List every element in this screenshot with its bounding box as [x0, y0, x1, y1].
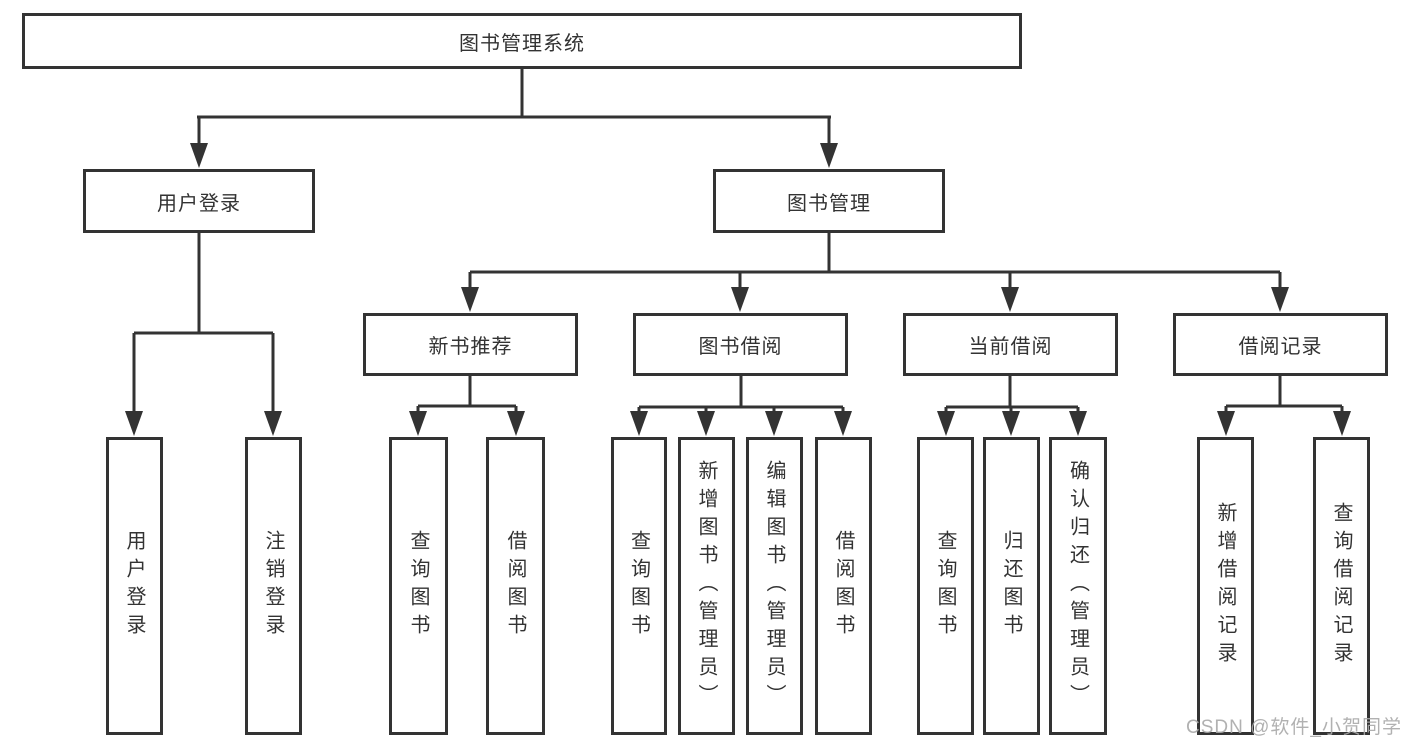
node-current-borrow: 当前借阅: [903, 313, 1118, 376]
leaf-logout-login-label: 注销登录: [262, 530, 284, 642]
leaf-user-login-label: 用户登录: [123, 530, 145, 642]
leaf-add-borrow-record-label: 新增借阅记录: [1214, 502, 1236, 670]
leaf-query-book-borrow-label: 查询图书: [627, 530, 650, 642]
leaf-borrow-book-recommend: 借阅图书: [486, 437, 545, 735]
leaf-add-book-admin-label: 新增图书（管理员）: [695, 460, 717, 712]
node-book-management: 图书管理: [713, 169, 945, 233]
arrowheads: [125, 143, 1351, 436]
leaf-query-book-borrow: 查询图书: [611, 437, 667, 735]
leaf-query-borrow-record: 查询借阅记录: [1313, 437, 1370, 735]
leaf-add-borrow-record: 新增借阅记录: [1197, 437, 1254, 735]
csdn-watermark: CSDN @软件_小贺同学: [1186, 717, 1402, 738]
leaf-logout-login: 注销登录: [245, 437, 302, 735]
leaf-confirm-return-admin-label: 确认归还（管理员）: [1066, 460, 1089, 712]
node-user-login: 用户登录: [83, 169, 315, 233]
leaf-borrow-book-recommend-label: 借阅图书: [504, 530, 526, 642]
leaf-confirm-return-admin: 确认归还（管理员）: [1049, 437, 1107, 735]
leaf-return-book: 归还图书: [983, 437, 1040, 735]
node-borrow-records: 借阅记录: [1173, 313, 1388, 376]
leaf-borrow-book-label: 借阅图书: [832, 530, 854, 642]
leaf-query-book-recommend: 查询图书: [389, 437, 448, 735]
leaf-query-book-current-label: 查询图书: [934, 530, 956, 642]
node-root-system: 图书管理系统: [22, 13, 1022, 69]
leaf-edit-book-admin: 编辑图书（管理员）: [746, 437, 803, 735]
leaf-user-login: 用户登录: [106, 437, 163, 735]
node-new-book-recommend: 新书推荐: [363, 313, 578, 376]
leaf-query-book-recommend-label: 查询图书: [407, 530, 429, 642]
leaf-add-book-admin: 新增图书（管理员）: [678, 437, 735, 735]
leaf-borrow-book: 借阅图书: [815, 437, 872, 735]
leaf-edit-book-admin-label: 编辑图书（管理员）: [763, 460, 785, 712]
leaf-query-book-current: 查询图书: [917, 437, 974, 735]
node-book-borrow: 图书借阅: [633, 313, 848, 376]
leaf-query-borrow-record-label: 查询借阅记录: [1330, 502, 1352, 670]
tree-edges: [132, 68, 1344, 414]
leaf-return-book-label: 归还图书: [1000, 530, 1022, 642]
